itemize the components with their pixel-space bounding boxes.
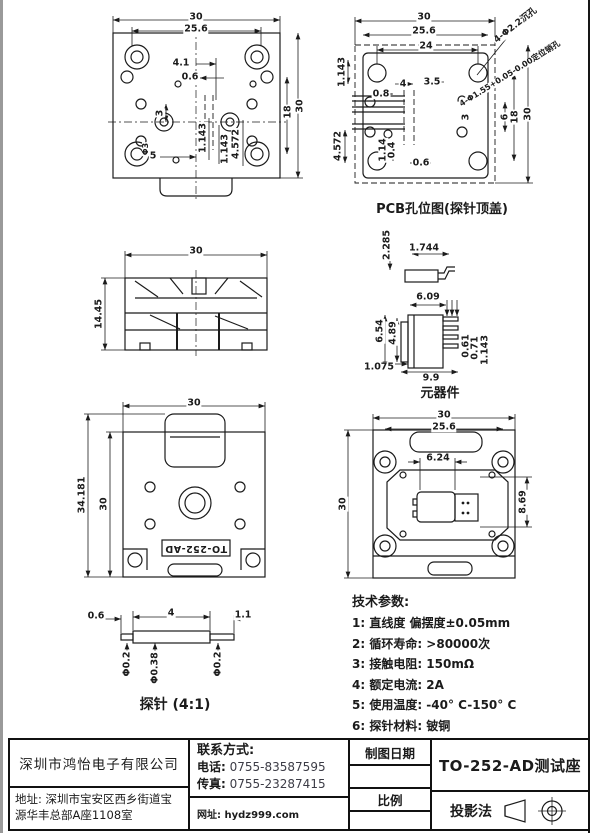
probe-view-caption: 探针 (4:1) — [139, 697, 211, 713]
dim-label: 0.8 — [371, 88, 391, 100]
dim-label: 1.143 — [219, 132, 231, 166]
dim-label: 3 — [460, 112, 472, 122]
dim-label: 0.4 — [386, 140, 398, 160]
dim-label: 14.45 — [93, 297, 105, 331]
dim-label: 1.075 — [362, 361, 396, 373]
dim-label: 4.1 — [171, 57, 191, 69]
dim-label: 4 — [398, 78, 408, 90]
part-name: TO-252-AD测试座 — [432, 740, 588, 792]
website-label: 网址: — [197, 810, 221, 821]
dim-label: 9.9 — [421, 372, 441, 384]
tech-param-item: 3: 接触电阻: 150mΩ — [352, 657, 475, 671]
view-pcb-bottom — [108, 16, 303, 200]
sheet-right-border — [588, 0, 590, 833]
dim-label: 30 — [186, 397, 202, 409]
title-block: 深圳市鸿怡电子有限公司 地址: 深圳市宝安区西乡街道宝源华丰总部A座1108室 … — [8, 738, 590, 831]
contact-divider — [190, 796, 348, 798]
dim-label: 18 — [509, 109, 521, 125]
dim-label: 30 — [188, 11, 204, 23]
dim-label: 2.285 — [381, 228, 393, 262]
view-socket-open — [344, 414, 532, 579]
dim-label: 6.09 — [415, 291, 441, 303]
dim-label: 30 — [294, 98, 306, 114]
dim-label: 1.143 — [479, 333, 491, 367]
dim-label: Φ0.2 — [212, 650, 224, 678]
dim-label: 6.54 — [374, 318, 386, 344]
device-marking-label: TO-252-AD — [164, 543, 228, 554]
tech-param-item: 2: 循环寿命: >80000次 — [352, 636, 491, 651]
dim-label: 30 — [98, 496, 110, 512]
scan-edge-strip — [0, 0, 3, 833]
component-view-caption: 元器件 — [420, 386, 460, 401]
dim-label: 30 — [188, 245, 204, 257]
dim-label: 24 — [418, 40, 434, 52]
dim-label: 4.572 — [332, 129, 344, 163]
website-line: 网址: hydz999.com — [197, 798, 341, 821]
dim-label: 30 — [522, 106, 534, 122]
dim-label: 1.744 — [407, 242, 441, 254]
tech-param-item: 4: 额定电流: 2A — [352, 677, 444, 692]
fax-number: 0755-23287415 — [229, 777, 326, 791]
drawing-date-label: 制图日期 — [350, 740, 430, 766]
dim-label: 6.24 — [425, 452, 451, 464]
projection-label: 投影法 — [450, 803, 492, 820]
dim-label: 1.143 — [197, 121, 209, 155]
fax-label: 传真: — [197, 777, 226, 791]
dim-label: 4.572 — [230, 127, 242, 161]
dim-label: Φ0.2 — [121, 650, 133, 678]
tech-param-item: 5: 使用温度: -40° C-150° C — [352, 698, 517, 712]
view-side-section — [101, 251, 268, 356]
phone-label: 电话: — [197, 760, 226, 774]
view-component — [382, 251, 460, 375]
technical-parameters: 技术参数: 1: 直线度 偏摆度±0.05mm 2: 循环寿命: >80000次… — [352, 593, 588, 736]
dim-label: 25.6 — [183, 23, 209, 35]
dim-label: 1.1 — [233, 609, 253, 621]
dim-label: 30 — [416, 11, 432, 23]
dim-label: 1.143 — [336, 55, 348, 89]
drawing-date-value — [350, 766, 430, 789]
pcb-view-caption: PCB孔位图(探针顶盖) — [376, 202, 508, 217]
dim-label: 0.6 — [86, 610, 106, 622]
dim-label: 4.89 — [387, 320, 399, 346]
view-probe-detail — [104, 611, 252, 656]
first-angle-projection-icon — [504, 796, 566, 825]
website-url: hydz999.com — [224, 810, 299, 821]
dim-label: 30 — [436, 409, 452, 421]
tech-params-title: 技术参数: — [352, 595, 410, 610]
company-name: 深圳市鸿怡电子有限公司 — [10, 740, 188, 788]
projection-row: 投影法 — [432, 792, 588, 829]
tech-param-item: 1: 直线度 偏摆度±0.05mm — [352, 616, 511, 630]
dim-label: 25.6 — [411, 25, 437, 37]
dim-label: 3.5 — [422, 76, 442, 88]
dim-label: 25.6 — [431, 421, 457, 433]
title-block-company-cell: 深圳市鸿怡电子有限公司 地址: 深圳市宝安区西乡街道宝源华丰总部A座1108室 — [10, 740, 190, 829]
fax-line: 传真: 0755-23287415 — [197, 776, 341, 793]
title-block-contact-cell: 联系方式: 电话: 0755-83587595 传真: 0755-2328741… — [190, 740, 350, 829]
tech-param-item: 6: 探针材料: 铍铜 — [352, 718, 451, 733]
dim-label: Φ0.38 — [149, 651, 161, 685]
title-block-meta-cell: 制图日期 比例 — [350, 740, 432, 829]
dim-label: 34.181 — [76, 475, 88, 515]
scale-label: 比例 — [350, 789, 430, 812]
dim-label: 18 — [282, 104, 294, 120]
company-address: 地址: 深圳市宝安区西乡街道宝源华丰总部A座1108室 — [15, 792, 173, 823]
scale-value — [350, 812, 430, 829]
dim-label: 3 — [154, 108, 166, 118]
contact-title: 联系方式: — [197, 743, 255, 758]
dim-label: 30 — [337, 496, 349, 512]
dim-label: 4 — [166, 607, 176, 619]
dim-label: 0.6 — [411, 157, 431, 169]
title-block-part-cell: TO-252-AD测试座 投影法 — [432, 740, 588, 829]
dim-label: 8.69 — [517, 489, 529, 515]
dim-label: 5 — [148, 150, 158, 162]
dim-label: 0.6 — [180, 71, 200, 83]
phone-line: 电话: 0755-83587595 — [197, 759, 341, 776]
view-pcb-top — [342, 17, 533, 184]
phone-number: 0755-83587595 — [229, 760, 326, 774]
